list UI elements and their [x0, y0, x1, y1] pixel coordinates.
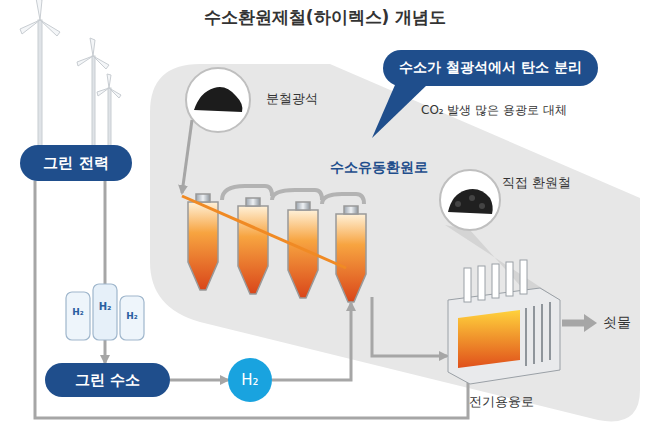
reactor-group: 수소유동환원로 — [180, 185, 380, 305]
node-text: 직접 환원철 — [502, 174, 571, 192]
power-pill: 그린 전력 — [20, 145, 132, 181]
ore-circle: 분철광석 — [186, 68, 250, 132]
tank-label: H₂ — [126, 311, 137, 321]
node-text: 분철광석 — [266, 90, 318, 108]
node-text: 수소가 철광석에서 탄소 분리 — [399, 59, 582, 77]
output-arrow — [562, 320, 586, 327]
h2-circle: H₂ — [228, 358, 272, 402]
hydrogen-tanks — [66, 284, 144, 340]
wind-turbines — [20, 0, 121, 146]
flow-connector — [170, 379, 228, 382]
process-band — [150, 64, 640, 421]
output-label: 쇳물 — [603, 314, 631, 332]
fluidized-reactors — [182, 186, 366, 302]
flow-connector — [272, 303, 351, 380]
dri-circle: 직접 환원철 — [440, 170, 500, 230]
iron-ore-picture — [186, 68, 250, 132]
output-arrow-head — [584, 314, 597, 332]
note-text: CO₂ 발생 많은 용광로 대체 — [421, 102, 567, 119]
tank-label: H₂ — [99, 301, 112, 312]
electric-furnace — [448, 260, 560, 384]
node-text: H₂ — [241, 371, 258, 389]
node-text: 전기용융로 — [469, 393, 534, 411]
node-text: 그린 수소 — [75, 371, 140, 390]
node-text: 그린 전력 — [43, 154, 108, 173]
callout-bubble: 수소가 철광석에서 탄소 분리 — [383, 50, 598, 86]
furnace: 전기용융로 — [445, 265, 560, 385]
tank-label: H₂ — [72, 307, 83, 317]
node-text: 수소유동환원로 — [330, 159, 428, 177]
flow-connector — [372, 297, 447, 356]
diagram-title: 수소환원제철(하이렉스) 개념도 — [0, 6, 650, 29]
flow-connector — [182, 120, 192, 193]
hydrogen-pill: 그린 수소 — [45, 363, 170, 397]
callout-tail — [372, 78, 428, 138]
flow-connector — [35, 181, 468, 418]
